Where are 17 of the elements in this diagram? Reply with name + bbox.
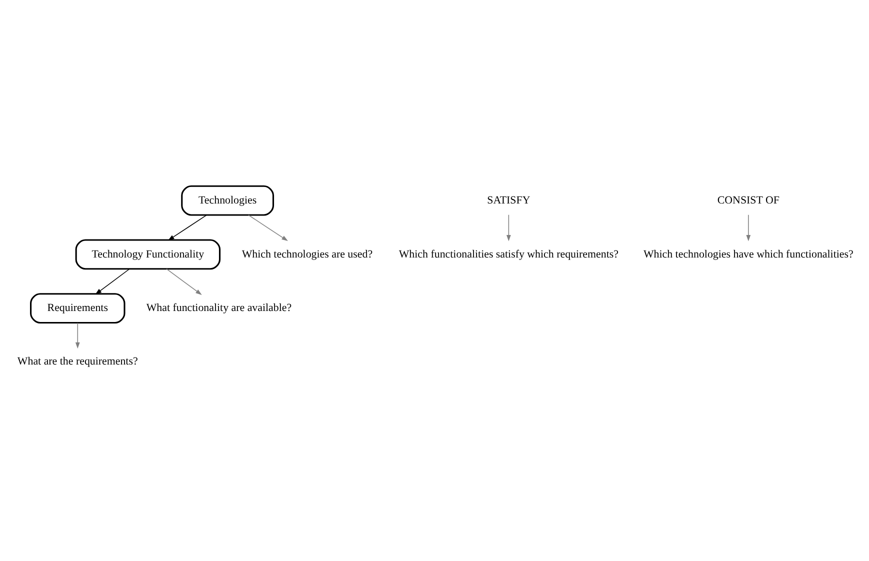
node-text: CONSIST OF: [717, 194, 780, 206]
node-text: What functionality are available?: [146, 302, 292, 314]
arrow: [506, 214, 511, 241]
arrow: [248, 214, 288, 241]
arrow: [95, 268, 130, 294]
node-text: SATISFY: [487, 194, 530, 206]
node-box: Technologies: [181, 184, 274, 216]
node-text: What are the requirements?: [17, 355, 138, 368]
node-text: Which technologies are used?: [242, 248, 373, 260]
node-text: Which functionalities satisfy which requirements?: [398, 248, 618, 260]
arrow: [168, 214, 208, 240]
arrow: [75, 322, 80, 348]
node-box: Technology Functionality: [75, 238, 221, 270]
node-text: Which technologies have which functionalities?: [643, 248, 854, 260]
node-box: Requirements: [30, 292, 126, 324]
arrow: [166, 268, 202, 294]
arrow: [746, 214, 751, 241]
